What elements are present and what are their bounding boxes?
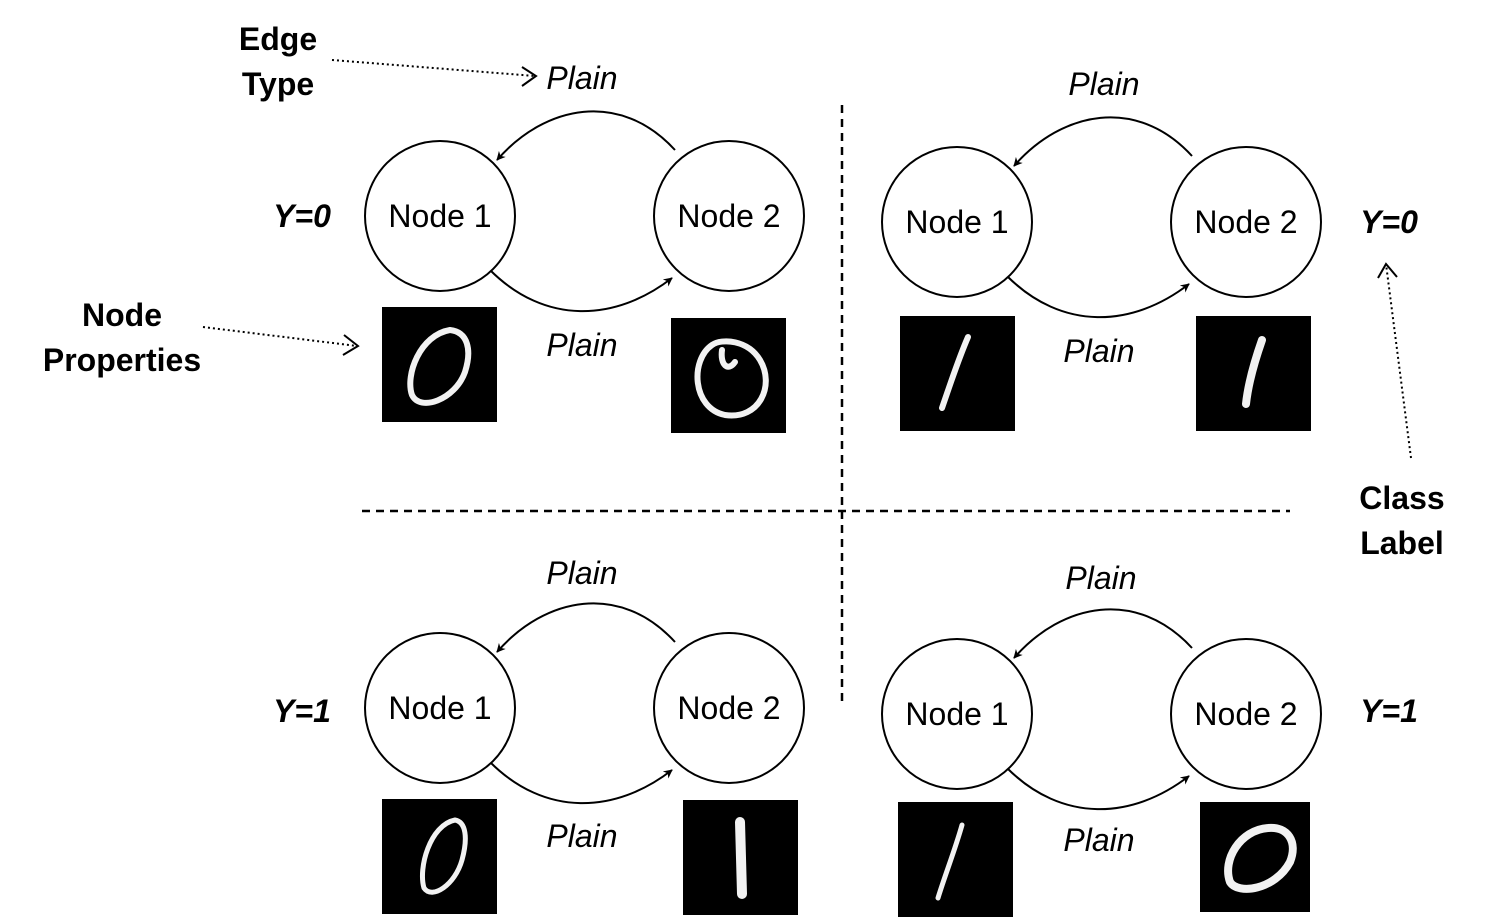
edge-type-label-bottom: Plain [546,818,617,854]
node-1-label: Node 1 [905,696,1008,732]
edge-type-label-top: Plain [546,555,617,591]
node-2-digit-image [683,800,798,915]
edge-type-label-bottom: Plain [546,327,617,363]
node-2-circle [1170,146,1322,298]
edge-type-text-line1: Edge [239,21,317,57]
edge-arrow-node2-to-node1 [1013,608,1193,659]
edge-arrow-node1-to-node2 [489,761,673,805]
node-1-circle [881,146,1033,298]
node-2-digit-image [1200,802,1310,912]
node-1-digit-image [382,307,497,422]
node-2-label: Node 2 [677,198,780,234]
node-1-circle [364,632,516,784]
edge-type-label-top: Plain [546,60,617,96]
class-label-value: Y=0 [1360,204,1418,240]
node-2-label: Node 2 [677,690,780,726]
class-label-value: Y=0 [273,198,331,234]
node-properties-text-line2: Properties [43,342,201,378]
node-1-label: Node 1 [388,198,491,234]
node-2-digit-image [1196,316,1311,431]
edge-type-text-line2: Type [242,66,314,102]
class-label-pointer-arrow [1385,263,1412,459]
edge-type-label-top: Plain [1068,66,1139,102]
edge-arrow-node1-to-node2 [1006,767,1190,811]
node-1-circle [364,140,516,292]
node-1-digit-image [900,316,1015,431]
edge-arrow-node2-to-node1 [496,110,676,161]
class-label-value: Y=1 [1360,693,1418,729]
class-label-text-line1: Class [1359,480,1444,516]
node-2-label: Node 2 [1194,204,1297,240]
graph-bottom-right: Node 1 Node 2 Plain Plain Y=1 [881,560,1418,917]
graph-top-left: Node 1 Node 2 Plain Plain Y=0 [273,60,805,433]
class-label-annotation: Class Label [1359,262,1445,561]
edge-type-pointer-arrow [331,59,536,77]
node-properties-pointer-head [342,334,360,356]
graph-top-right: Node 1 Node 2 Plain Plain Y=0 [881,66,1418,431]
edge-type-label-bottom: Plain [1063,822,1134,858]
class-label-pointer-head [1377,262,1398,279]
edge-type-annotation: Edge Type [239,21,538,102]
node-2-circle [653,632,805,784]
node-properties-text-line1: Node [82,297,162,333]
node-1-digit-image [898,802,1013,917]
class-label-value: Y=1 [273,693,331,729]
node-1-label: Node 1 [905,204,1008,240]
node-1-label: Node 1 [388,690,491,726]
edge-arrow-node2-to-node1 [496,602,676,653]
edge-arrow-node1-to-node2 [1006,275,1190,319]
class-label-text-line2: Label [1360,525,1444,561]
node-2-circle [653,140,805,292]
node-2-label: Node 2 [1194,696,1297,732]
graph-bottom-left: Node 1 Node 2 Plain Plain Y=1 [273,555,805,915]
edge-type-label-top: Plain [1065,560,1136,596]
edge-type-pointer-head [521,66,538,87]
edge-arrow-node2-to-node1 [1013,116,1193,167]
node-properties-annotation: Node Properties [43,297,360,378]
edge-type-label-bottom: Plain [1063,333,1134,369]
node-1-digit-image [382,799,497,914]
node-2-digit-image [671,318,786,433]
node-properties-pointer-arrow [202,326,358,347]
edge-arrow-node1-to-node2 [489,269,673,313]
node-2-circle [1170,638,1322,790]
node-1-circle [881,638,1033,790]
